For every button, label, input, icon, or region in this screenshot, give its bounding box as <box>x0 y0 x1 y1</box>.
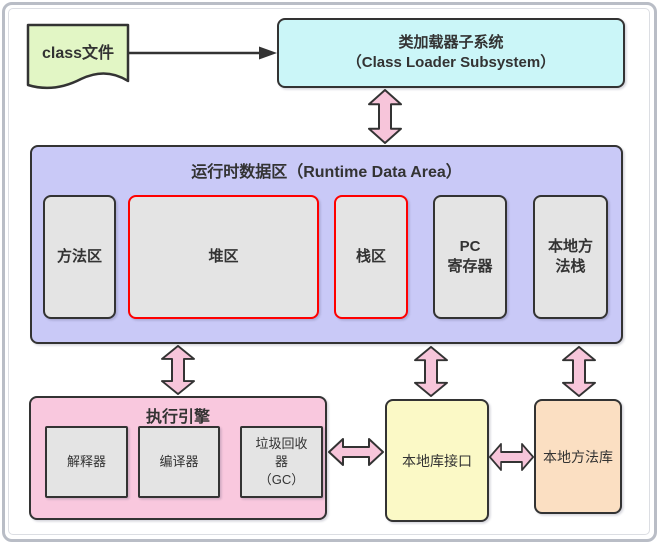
runtime-data-area-title: 运行时数据区（Runtime Data Area） <box>191 164 462 181</box>
method-area-node: 方法区 <box>43 195 116 319</box>
class-loader-subsystem-node: 类加载器子系统 （Class Loader Subsystem） <box>277 18 625 88</box>
gc-label-line2: 器 <box>274 453 288 469</box>
execution-engine-title: 执行引擎 <box>145 409 210 426</box>
native-method-stack-label-line1: 本地方 <box>547 237 593 255</box>
double-arrow-engine-nativeinterface <box>328 438 384 466</box>
double-arrow-runtime-nativeinterface <box>414 346 448 397</box>
interpreter-label: 解释器 <box>66 453 106 469</box>
double-arrow-nativeinterface-nativelibrary <box>489 443 534 471</box>
native-method-stack-node: 本地方 法栈 <box>533 195 608 319</box>
interpreter-node: 解释器 <box>45 426 128 498</box>
method-area-label: 方法区 <box>56 247 102 265</box>
pc-register-label-line1: PC <box>459 237 481 255</box>
heap-node: 堆区 <box>128 195 319 319</box>
class-loader-title-en: （Class Loader Subsystem） <box>346 54 556 71</box>
native-interface-label: 本地库接口 <box>402 452 472 469</box>
double-arrow-runtime-engine <box>161 345 195 395</box>
execution-engine-node: 执行引擎 解释器 编译器 垃圾回收 器 （GC） <box>29 396 327 520</box>
class-file-label: class文件 <box>41 45 115 62</box>
arrow-classfile-to-classloader <box>129 46 277 60</box>
stack-label: 栈区 <box>355 247 386 265</box>
document-shape-icon <box>26 23 130 90</box>
compiler-label: 编译器 <box>159 453 199 469</box>
class-file-node: class文件 <box>26 23 130 93</box>
garbage-collector-node: 垃圾回收 器 （GC） <box>240 426 323 498</box>
double-arrow-runtime-nativelibrary <box>562 346 596 397</box>
stack-node: 栈区 <box>334 195 408 319</box>
pc-register-node: PC 寄存器 <box>433 195 507 319</box>
native-method-stack-label-line2: 法栈 <box>555 258 586 275</box>
double-arrow-classloader-runtime <box>368 89 402 144</box>
gc-label-line1: 垃圾回收 <box>255 435 308 451</box>
native-library-node: 本地方法库 <box>534 399 622 514</box>
pc-register-label-line2: 寄存器 <box>447 258 493 275</box>
class-loader-title-cn: 类加载器子系统 <box>398 33 504 51</box>
heap-label: 堆区 <box>208 247 239 265</box>
compiler-node: 编译器 <box>138 426 220 498</box>
native-interface-node: 本地库接口 <box>385 399 489 522</box>
native-library-label: 本地方法库 <box>543 448 613 465</box>
gc-label-line3: （GC） <box>258 472 305 488</box>
runtime-data-area-node: 运行时数据区（Runtime Data Area） 方法区 堆区 栈区 PC 寄… <box>30 145 623 344</box>
